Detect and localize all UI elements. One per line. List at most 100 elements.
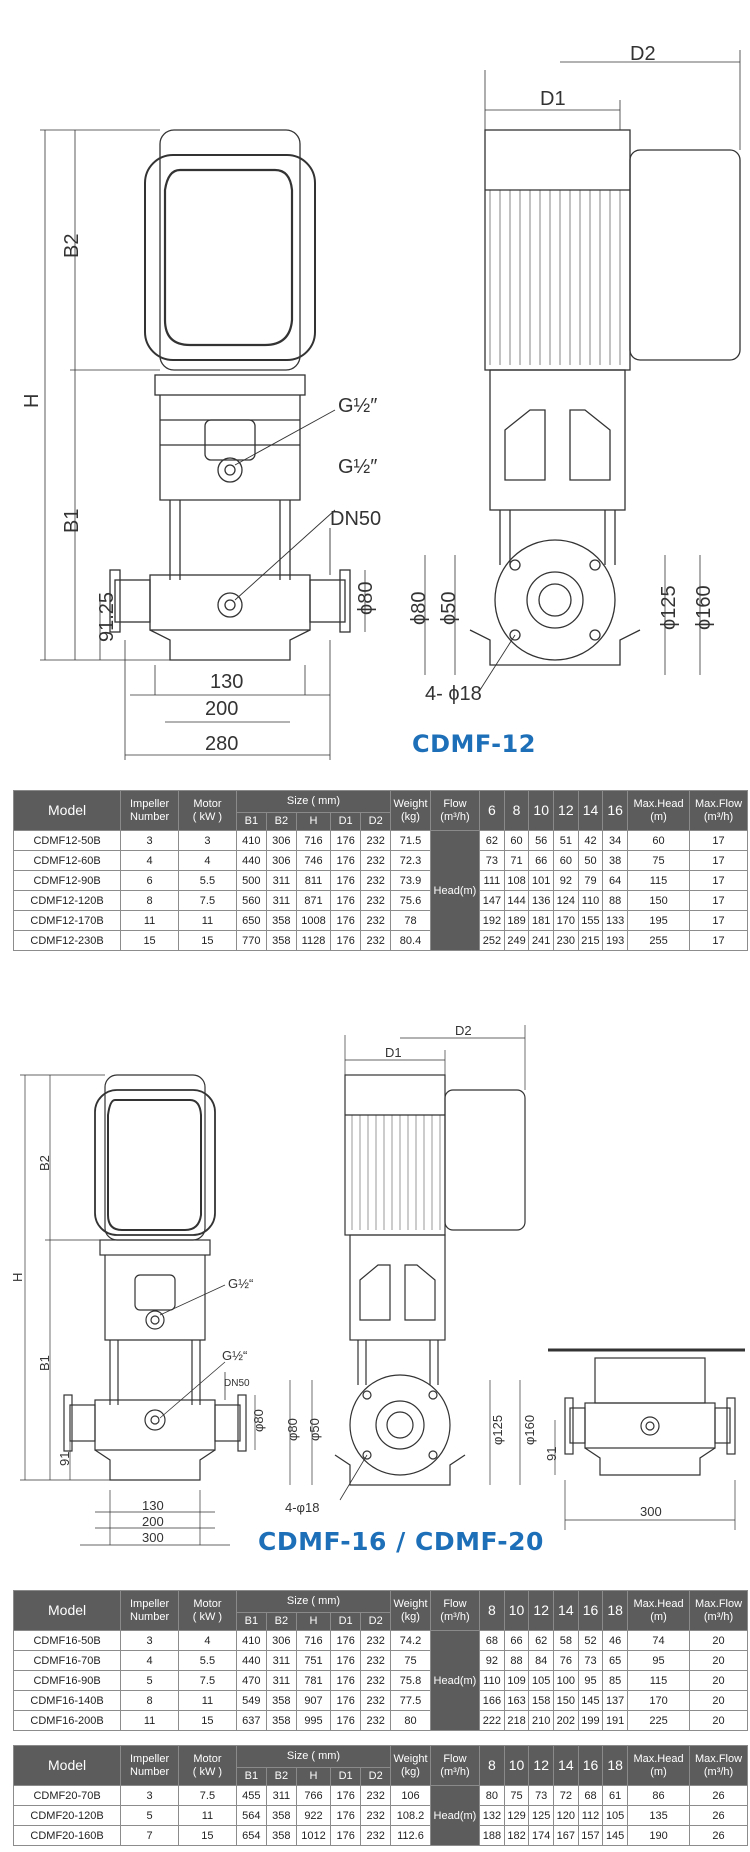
dim-h: H (21, 394, 43, 408)
col-flow-2: 12 (528, 1745, 555, 1786)
dim-phi50: ϕ50 (438, 592, 460, 625)
dim-b2: B2 (61, 234, 83, 258)
col-max-flow: Max.Flow(m³/h) (689, 1590, 748, 1631)
dim-91-side: 91 (544, 1447, 559, 1461)
dim-d1: D1 (385, 1045, 402, 1060)
head-label: Head(m) (429, 1630, 481, 1731)
col-flow-5: 16 (602, 790, 628, 831)
col-flow-5: 18 (602, 1745, 628, 1786)
col-d1: D1 (330, 1612, 362, 1631)
dim-phi80-left: φ80 (285, 1418, 300, 1441)
dim-300: 300 (142, 1530, 164, 1545)
col-flow-4: 14 (577, 790, 604, 831)
pump-drawing-cdmf12: H B2 B1 91.25 130 200 280 ϕ80 G½″ G½″ DN… (21, 43, 741, 760)
col-flow-3: 14 (553, 1745, 579, 1786)
head-label: Head(m) (429, 830, 481, 951)
col-model: Model (12, 1745, 122, 1786)
col-b2: B2 (265, 812, 297, 831)
col-motor: Motor( kW ) (178, 790, 237, 831)
col-max-flow: Max.Flow(m³/h) (689, 1745, 748, 1786)
col-b2: B2 (265, 1612, 297, 1631)
col-d2: D2 (360, 812, 392, 831)
dim-91: 91 (57, 1452, 72, 1466)
dim-280: 280 (205, 733, 238, 755)
col-model: Model (12, 790, 122, 831)
col-h: H (295, 812, 332, 831)
col-flow-1: 10 (503, 1745, 530, 1786)
dim-d1: D1 (540, 88, 566, 110)
dim-h: H (10, 1273, 25, 1282)
dim-phi160: φ160 (522, 1415, 537, 1445)
col-model: Model (12, 1590, 122, 1631)
col-b1: B1 (235, 812, 267, 831)
col-weight: Weight(kg) (390, 1590, 431, 1631)
label-g-half-1: G½“ (228, 1276, 253, 1291)
dim-b1: B1 (61, 509, 83, 533)
dim-200: 200 (205, 698, 238, 720)
dim-130: 130 (210, 671, 243, 693)
label-g-half-1: G½″ (338, 395, 377, 417)
dim-130: 130 (142, 1498, 164, 1513)
col-flow-2: 10 (528, 790, 555, 831)
col-weight: Weight(kg) (390, 1745, 431, 1786)
label-dn50: DN50 (330, 508, 381, 530)
label-g-half-2: G½“ (222, 1348, 247, 1363)
col-flow-4: 16 (577, 1745, 604, 1786)
label-holes: 4-φ18 (285, 1500, 319, 1515)
label-dn50: DN50 (224, 1378, 250, 1389)
label-g-half-2: G½″ (338, 456, 377, 478)
dim-200: 200 (142, 1514, 164, 1529)
col-motor: Motor( kW ) (178, 1590, 237, 1631)
col-size: Size ( mm) (235, 1745, 392, 1768)
dim-phi160: ϕ160 (693, 585, 715, 630)
col-motor: Motor( kW ) (178, 1745, 237, 1786)
col-flow-0: 6 (479, 790, 505, 831)
dim-phi50: φ50 (307, 1418, 322, 1441)
dim-d2: D2 (630, 43, 656, 65)
col-flow-2: 12 (528, 1590, 555, 1631)
dim-b1: B1 (37, 1355, 52, 1371)
col-h: H (295, 1612, 332, 1631)
col-flow-0: 8 (479, 1590, 505, 1631)
col-weight: Weight(kg) (390, 790, 431, 831)
col-d1: D1 (330, 812, 362, 831)
col-max-head: Max.Head(m) (626, 1590, 691, 1631)
col-d1: D1 (330, 1767, 362, 1786)
dim-d2: D2 (455, 1023, 472, 1038)
dim-phi80-right: φ80 (251, 1409, 266, 1432)
head-label: Head(m) (429, 1785, 481, 1846)
dim-phi80-right: ϕ80 (355, 582, 377, 615)
dim-phi125: φ125 (490, 1415, 505, 1445)
col-size: Size ( mm) (235, 1590, 392, 1613)
col-flow-1: 8 (503, 790, 530, 831)
dim-b2: B2 (37, 1155, 52, 1171)
label-holes: 4- ϕ18 (425, 683, 482, 705)
col-b1: B1 (235, 1612, 267, 1631)
col-flow-0: 8 (479, 1745, 505, 1786)
dim-300-side: 300 (640, 1504, 662, 1519)
col-flow: Flow(m³/h) (429, 1745, 481, 1786)
dim-phi80-left: ϕ80 (408, 592, 430, 625)
col-size: Size ( mm) (235, 790, 392, 813)
series-title-cdmf12: CDMF-12 (412, 730, 536, 758)
col-flow: Flow(m³/h) (429, 1590, 481, 1631)
pump-drawing-cdmf16-20: H B2 B1 91 130 200 300 φ80 G½“ G½“ DN50 … (10, 1023, 745, 1546)
